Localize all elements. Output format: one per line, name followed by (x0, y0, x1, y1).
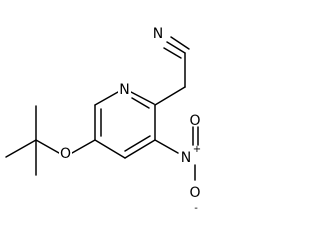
ether-o-bg (59, 144, 72, 162)
bond-c3-c4-inner (124, 135, 151, 152)
ether-oxygen-label: O (60, 146, 71, 162)
bond-c6-ether (71, 139, 96, 154)
bond-c6-ring-n (94, 91, 119, 106)
nitro-oxygen-bottom-charge: - (194, 203, 198, 214)
bond-ether-cq (35, 139, 60, 154)
ring-n-bg (118, 80, 131, 98)
nitro-nitrogen-charge: + (193, 144, 201, 155)
bond-c3-c4 (124, 139, 156, 159)
bond-c4-c5 (94, 139, 126, 159)
nitro-nitrogen-label: N (181, 150, 191, 166)
nitrile-nitrogen-label: N (153, 26, 163, 42)
bond-cq-me-left (5, 139, 37, 158)
bond-nitrile-1 (166, 41, 186, 54)
bond-c3-nitro (154, 139, 179, 154)
ring-nitrogen-label: N (119, 82, 129, 98)
nitro-oxygen-top-label: O (189, 113, 200, 129)
bond-c2-ch2 (154, 86, 186, 106)
chemical-structure: N N O N + O O - (5, 26, 201, 214)
nitro-oxygen-bottom-label: O (189, 185, 200, 201)
bond-nitrile-2 (163, 47, 182, 59)
bond-ring-n-c2-inner (131, 97, 150, 109)
bond-ring-n-c2 (130, 91, 155, 105)
bond-nitrile-3 (170, 36, 190, 50)
